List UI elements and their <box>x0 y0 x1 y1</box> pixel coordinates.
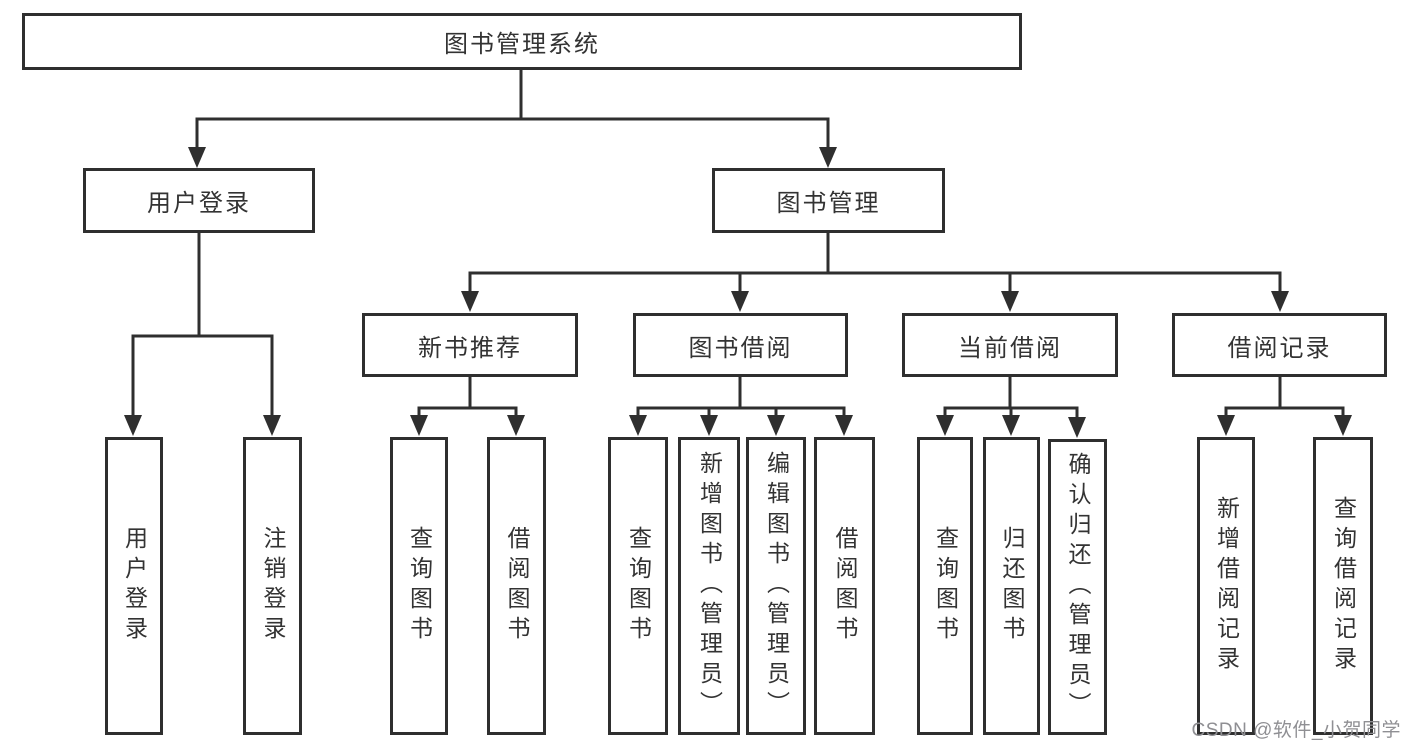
csdn-watermark: CSDN @软件_小贺同学 <box>1191 720 1401 741</box>
node-borrowing-records: 借阅记录 <box>1172 313 1387 377</box>
connector-new-book-recommend <box>417 377 518 420</box>
leaf-bb-add-books-admin: 新增图书（管理员） <box>678 437 740 735</box>
leaf-user-login: 用户登录 <box>105 437 163 735</box>
leaf-logout: 注销登录 <box>243 437 302 735</box>
connector-current-borrowing <box>943 377 1079 420</box>
leaf-bb-borrow-books: 借阅图书 <box>814 437 875 735</box>
connector-borrowing-records <box>1224 377 1345 420</box>
node-book-management: 图书管理 <box>712 168 945 233</box>
connector-book-borrowing <box>636 377 846 420</box>
node-root-library-management-system: 图书管理系统 <box>22 13 1022 70</box>
connector-book-management <box>468 233 1282 296</box>
leaf-br-add-record: 新增借阅记录 <box>1197 437 1255 735</box>
leaf-bb-edit-books-admin: 编辑图书（管理员） <box>746 437 806 735</box>
node-current-borrowing: 当前借阅 <box>902 313 1118 377</box>
node-user-login: 用户登录 <box>83 168 315 233</box>
node-new-book-recommend: 新书推荐 <box>362 313 578 377</box>
leaf-cb-query-books: 查询图书 <box>917 437 973 735</box>
leaf-br-query-record: 查询借阅记录 <box>1313 437 1373 735</box>
arrowheads <box>124 147 1352 438</box>
leaf-nr-query-books: 查询图书 <box>390 437 448 735</box>
leaf-cb-return-books: 归还图书 <box>983 437 1040 735</box>
node-book-borrowing: 图书借阅 <box>633 313 848 377</box>
connector-user-login <box>131 233 274 419</box>
leaf-bb-query-books: 查询图书 <box>608 437 668 735</box>
connector-root <box>195 70 830 150</box>
leaf-cb-confirm-return-admin: 确认归还（管理员） <box>1048 439 1107 735</box>
leaf-nr-borrow-books: 借阅图书 <box>487 437 546 735</box>
